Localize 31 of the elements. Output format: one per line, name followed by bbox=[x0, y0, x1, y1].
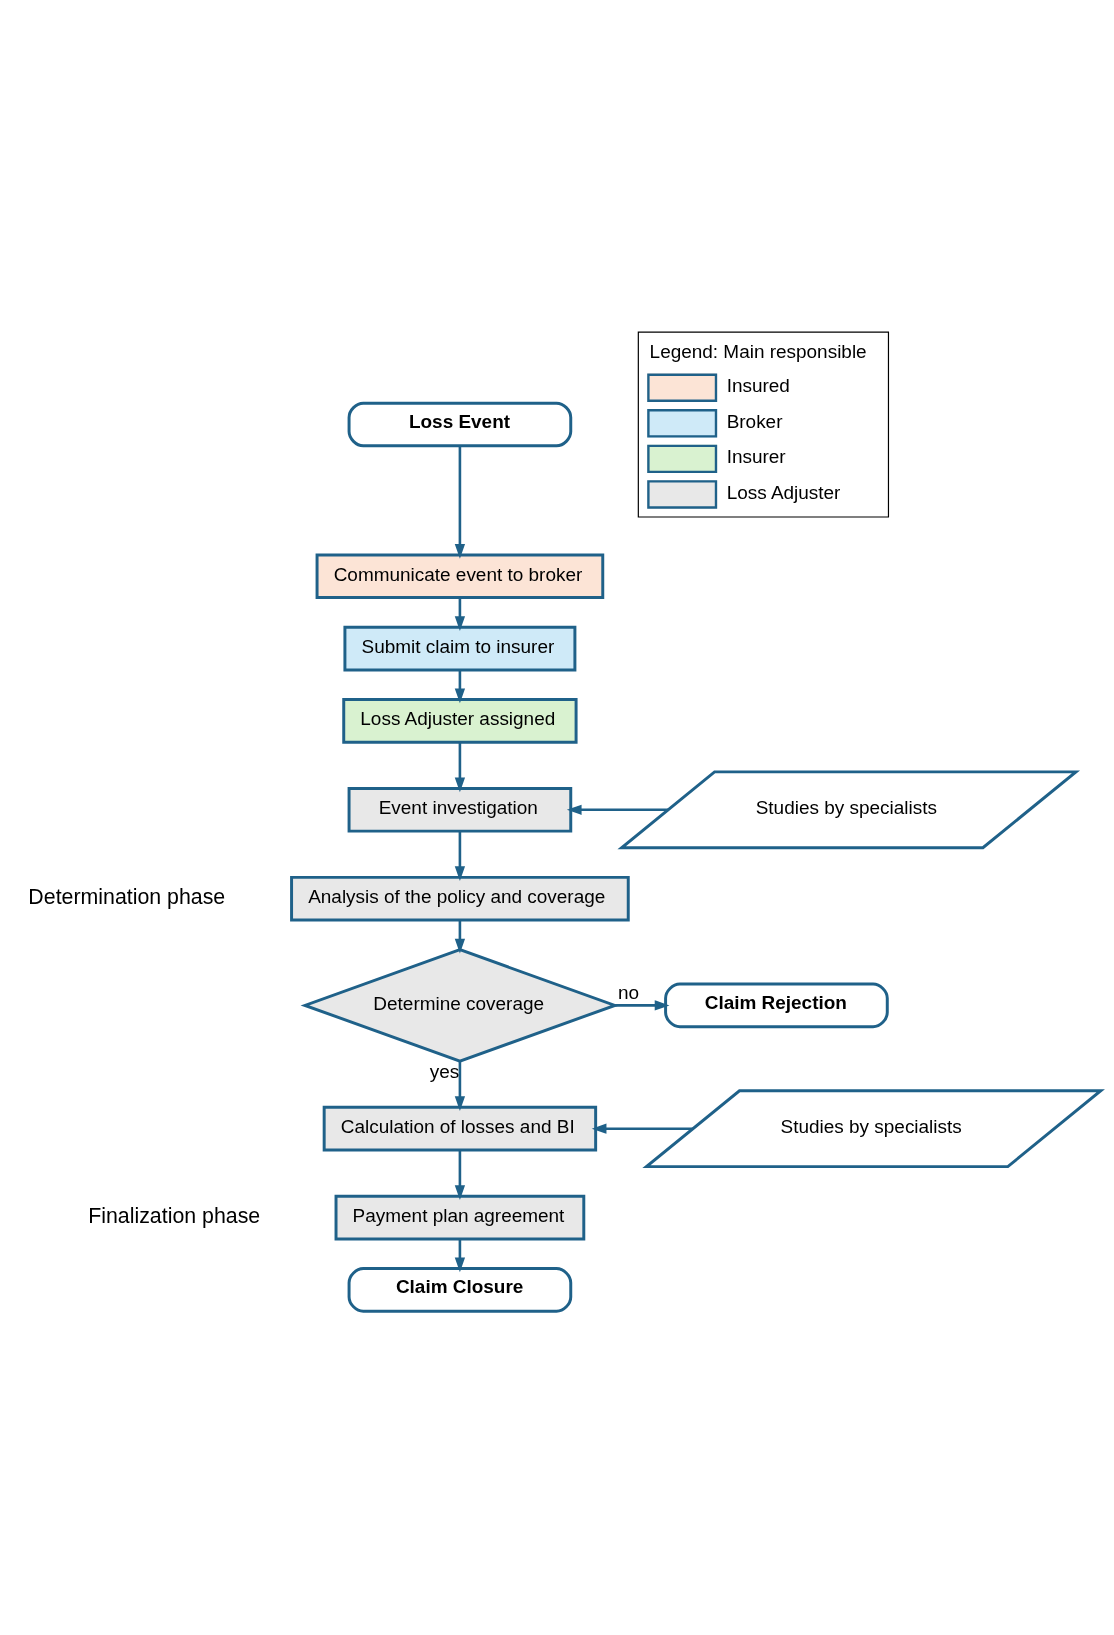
label: Finalization phase bbox=[88, 1203, 261, 1228]
node-box: Loss Event bbox=[347, 401, 573, 448]
label: Legend: Main responsible bbox=[649, 340, 867, 362]
node-box: Event investigation bbox=[347, 787, 573, 833]
arrow bbox=[454, 597, 466, 631]
arrow bbox=[566, 804, 668, 815]
node-box: Claim Closure bbox=[347, 1267, 573, 1313]
edge-label: yes bbox=[429, 1060, 460, 1082]
legend-label: Insured bbox=[726, 375, 790, 397]
node-box: Analysis of the policy and coverage bbox=[290, 875, 630, 922]
arrow bbox=[454, 920, 466, 954]
edge-label: no bbox=[618, 982, 640, 1004]
node-box: Communicate event to broker bbox=[315, 553, 605, 600]
node-box: Loss Adjuster assigned bbox=[342, 698, 578, 744]
node-box: Calculation of losses and BI bbox=[322, 1105, 598, 1152]
legend-label: Broker bbox=[726, 410, 783, 432]
arrow bbox=[454, 742, 466, 793]
arrow bbox=[454, 1150, 466, 1200]
node-box: Submit claim to insurer bbox=[343, 625, 577, 672]
arrow bbox=[454, 1061, 466, 1111]
arrow bbox=[454, 446, 466, 559]
legend-label: Loss Adjuster bbox=[726, 481, 841, 503]
arrow bbox=[591, 1123, 693, 1134]
arrow bbox=[615, 1000, 670, 1011]
arrow bbox=[454, 670, 466, 704]
node-box: Claim Rejection bbox=[664, 982, 889, 1029]
node-box: Payment plan agreement bbox=[334, 1194, 586, 1241]
arrow bbox=[454, 831, 466, 882]
arrow bbox=[454, 1239, 466, 1273]
label: Determination phase bbox=[28, 884, 226, 909]
legend-label: Insurer bbox=[726, 446, 786, 468]
